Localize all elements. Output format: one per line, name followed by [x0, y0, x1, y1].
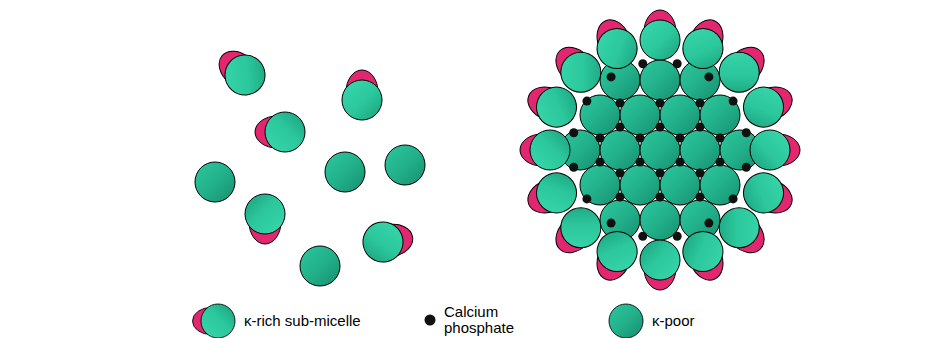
legend-label: κ-rich sub-micelle [244, 313, 361, 329]
kappa-poor-submicelle [385, 145, 425, 185]
kappa-rich-submicelle [342, 70, 382, 120]
casein-micelle [520, 10, 800, 290]
kappa-poor-submicelle [195, 162, 235, 202]
legend-samples [193, 304, 644, 338]
kappa-rich-submicelle [209, 40, 273, 103]
kappa-rich-submicelle [255, 112, 305, 152]
micelle-surface [520, 10, 800, 290]
kappa-rich-submicelle [360, 217, 416, 265]
legend-kappa-rich-sample [193, 304, 236, 338]
calcium-phosphate-dots [569, 59, 751, 241]
legend-kappa-poor-sample [609, 304, 643, 338]
kappa-poor-submicelle [325, 152, 365, 192]
kappa-poor-submicelle [300, 246, 340, 286]
legend-label: κ-poor [652, 313, 695, 329]
legend-calcium-phosphate-sample [425, 315, 436, 326]
legend-label: Calcium phosphate [444, 304, 524, 336]
free-submicelles [195, 40, 425, 286]
kappa-rich-submicelle [245, 194, 285, 244]
